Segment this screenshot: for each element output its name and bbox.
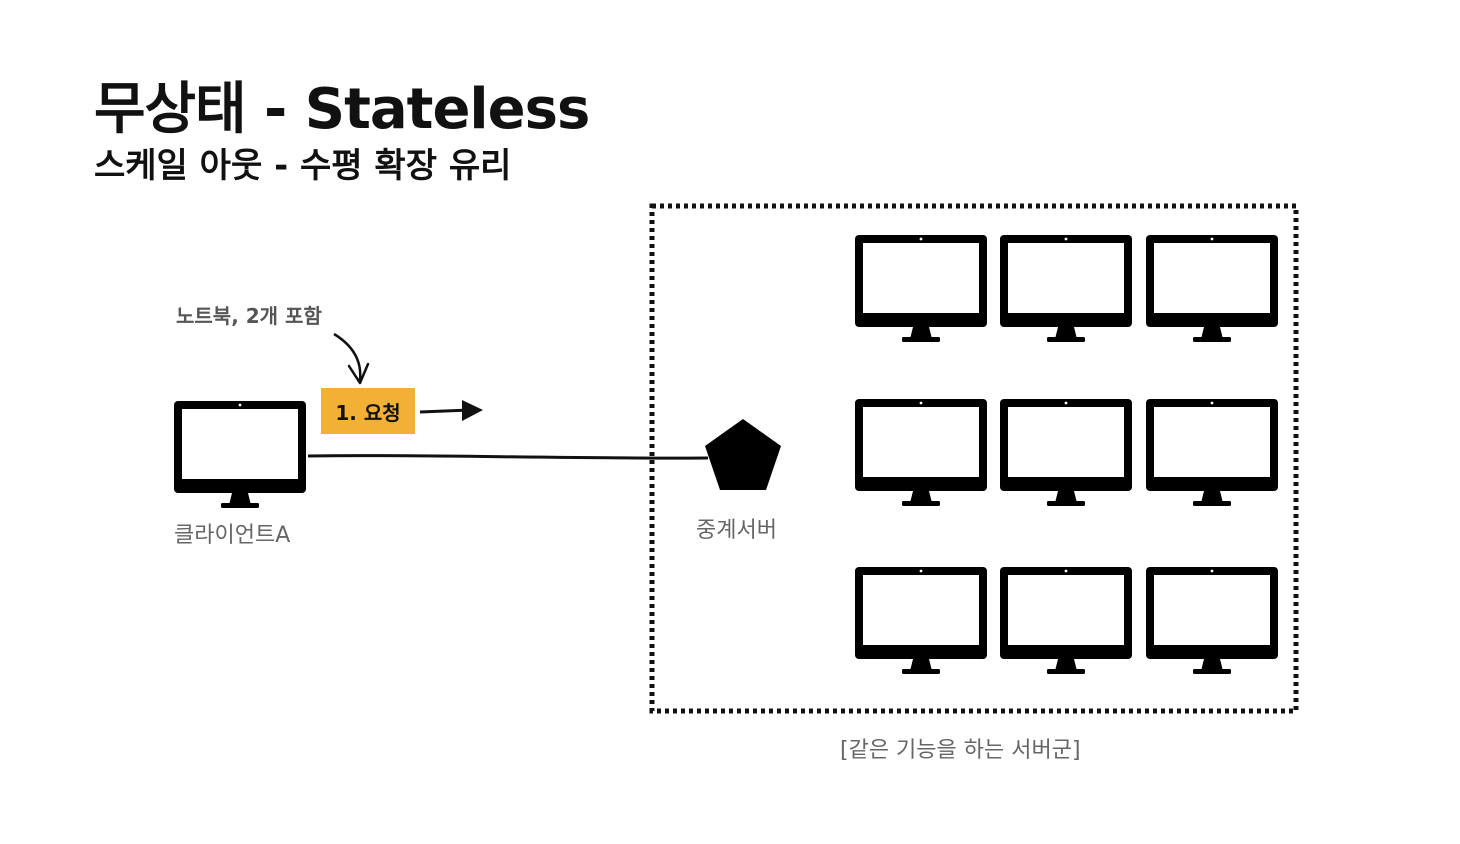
page-subtitle: 스케일 아웃 - 수평 확장 유리 — [94, 146, 512, 186]
proxy-pentagon-icon — [705, 419, 781, 490]
server-group-border — [649, 203, 1299, 714]
server-monitor-icon — [1000, 567, 1132, 674]
server-monitor-icon — [855, 235, 987, 342]
request-arrowhead-icon — [462, 400, 483, 421]
server-monitor-icon — [1146, 567, 1278, 674]
request-arrow-icon — [419, 408, 471, 414]
annotation-arrowhead-icon — [347, 362, 370, 385]
server-monitor-icon — [855, 399, 987, 506]
client-monitor-icon — [174, 401, 306, 508]
server-group-label: [같은 기능을 하는 서버군] — [840, 738, 1081, 763]
page-title: 무상태 - Stateless — [94, 77, 590, 142]
server-monitor-icon — [1000, 235, 1132, 342]
proxy-label: 중계서버 — [696, 518, 777, 543]
server-monitor-icon — [1146, 235, 1278, 342]
server-monitor-icon — [1146, 399, 1278, 506]
annotation-arrow-icon — [333, 332, 362, 381]
server-monitor-icon — [1000, 399, 1132, 506]
request-label-box: 1. 요청 — [321, 388, 415, 434]
connection-line — [307, 454, 709, 460]
server-monitor-icon — [855, 567, 987, 674]
client-label: 클라이언트A — [174, 523, 291, 548]
annotation-text: 노트북, 2개 포함 — [176, 304, 322, 328]
